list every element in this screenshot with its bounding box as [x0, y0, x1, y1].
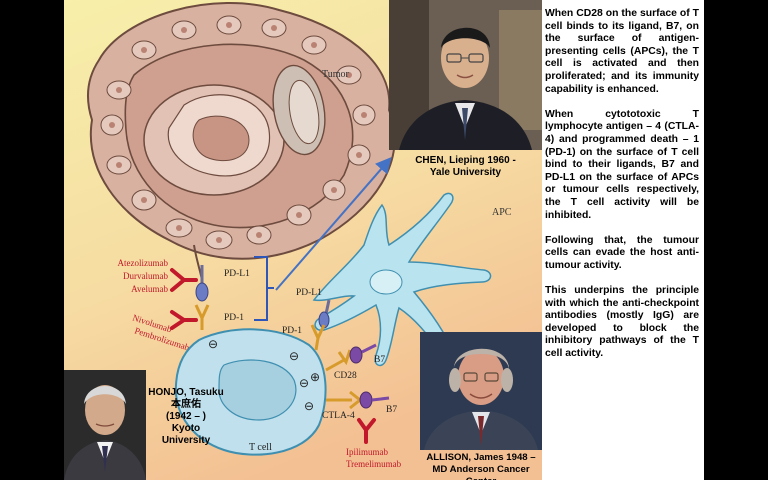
sign-3: ⊕ [310, 370, 320, 384]
chen-portrait-icon [389, 0, 542, 150]
sign-0: ⊖ [208, 337, 218, 351]
honjo-portrait-icon [64, 370, 146, 480]
b7-label-bottom: B7 [386, 405, 397, 415]
pdl1-label-apc: PD-L1 [296, 288, 322, 298]
sign-1: ⊖ [289, 349, 299, 363]
t-cell [174, 328, 327, 456]
sign-2: ⊖ [299, 376, 309, 390]
pdl1-drug-2: Avelumab [131, 284, 168, 294]
chen-photo [389, 0, 542, 150]
pd1-label-tcell: PD-1 [282, 326, 302, 336]
ctla4-drug-1: Tremelimumab [346, 459, 402, 469]
slide: Tumor PD-L1 PD-1 Atezolizumab Durvalumab [64, 0, 704, 480]
pdl1-label: PD-L1 [224, 269, 250, 279]
ctla4-label: CTLA-4 [322, 411, 355, 421]
cd28-b7-pair [325, 343, 377, 372]
paragraph-evasion: Following that, the tumour cells can eva… [545, 234, 699, 271]
pdl1-antibody-icon [170, 268, 198, 292]
sign-4: ⊖ [304, 399, 314, 413]
tcell-pd1-receptor-upper [194, 304, 210, 330]
allison-photo [420, 332, 542, 450]
chen-caption: CHEN, Lieping 1960 - Yale University [389, 155, 542, 179]
pdl1-drug-list: Atezolizumab Durvalumab Avelumab [118, 258, 169, 294]
pdl1-drug-1: Durvalumab [123, 271, 168, 281]
ctla4-antibody-icon [357, 418, 376, 444]
chen-name: CHEN, Lieping 1960 - [415, 155, 516, 166]
tumor-pdl1-receptor [195, 265, 209, 302]
ctla4-b7-pair [326, 390, 390, 410]
cd28-label: CD28 [334, 371, 357, 381]
tumor-label: Tumor [322, 69, 350, 80]
honjo-photo [64, 370, 146, 480]
pd1-label: PD-1 [224, 313, 244, 323]
honjo-caption: HONJO, Tasuku 本庶佑 (1942 – ) Kyoto Univer… [147, 387, 225, 447]
allison-name: ALLISON, James 1948 – [426, 452, 536, 463]
tcell-pd1-receptor-lower [310, 324, 326, 351]
ctla4-drug-list: Ipilimumab Tremelimumab [346, 447, 402, 469]
honjo-line-3: Kyoto [171, 423, 201, 434]
explanation-text: When CD28 on the surface of T cell binds… [545, 8, 699, 373]
receptor-bracket [254, 256, 274, 321]
chen-affiliation: Yale University [429, 167, 502, 178]
pdl1-drug-0: Atezolizumab [118, 258, 169, 268]
honjo-line-2: (1942 – ) [165, 411, 207, 422]
tumor-cluster [87, 2, 396, 281]
honjo-line-4: University [161, 435, 211, 446]
arrow-to-chen [275, 156, 392, 291]
paragraph-antibodies: This underpins the principle with which … [545, 285, 699, 360]
pd1-antibody-icon [170, 310, 198, 330]
signal-signs: ⊖ ⊖ ⊖ ⊕ ⊖ [208, 337, 320, 413]
paragraph-cd28: When CD28 on the surface of T cell binds… [545, 8, 699, 95]
allison-affiliation: MD Anderson Cancer Center [432, 464, 530, 480]
apc-cell [312, 192, 492, 367]
ctla4-drug-0: Ipilimumab [346, 447, 388, 457]
honjo-line-0: HONJO, Tasuku [148, 387, 224, 398]
tcell-label: T cell [249, 442, 272, 453]
allison-portrait-icon [420, 332, 542, 450]
allison-caption: ALLISON, James 1948 – MD Anderson Cancer… [420, 452, 542, 480]
b7-label-top: B7 [374, 355, 385, 365]
paragraph-ctla4-pd1: When cytototoxic T lymphocyte antigen – … [545, 108, 699, 221]
apc-label: APC [492, 207, 512, 218]
apc-pdl1-receptor [318, 299, 331, 329]
honjo-line-1: 本庶佑 [171, 399, 201, 410]
